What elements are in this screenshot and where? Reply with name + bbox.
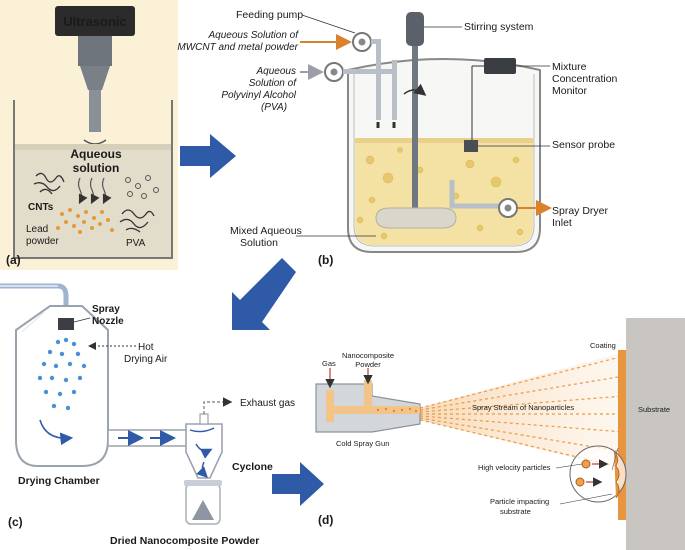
panel-c: Spray Nozzle Hot Drying Air Exhaust gas … — [0, 283, 295, 547]
spray-nozzle — [58, 318, 74, 330]
impact-label-1: Particle impacting — [490, 497, 549, 506]
pva-solution-label-2: Solution of — [249, 78, 297, 89]
lead-powder-dots — [56, 208, 114, 234]
mwcnt-label-2: MWCNT and metal powder — [177, 42, 298, 53]
mixed-solution-label-2: Solution — [240, 237, 278, 249]
sensor-probe — [464, 140, 478, 152]
stirrer-shaft — [412, 36, 418, 226]
mixed-solution-label-1: Mixed Aqueous — [230, 225, 302, 237]
panel-a: Ultrasonic Aqueous solution CNTs — [0, 0, 178, 270]
lead-label-2: powder — [26, 236, 59, 247]
cnts-label: CNTs — [28, 202, 54, 213]
cyclone-label: Cyclone — [232, 461, 273, 473]
high-velocity-label: High velocity particles — [478, 463, 551, 472]
monitor-label-2: Concentration — [552, 73, 618, 85]
powder-label: Dried Nanocomposite Powder — [110, 535, 259, 547]
panel-c-tag: (c) — [8, 515, 23, 529]
ultrasonic-probe — [89, 90, 101, 132]
pva-solution-label-4: (PVA) — [261, 102, 287, 113]
monitor-label-1: Mixture — [552, 61, 587, 73]
spray-droplets — [37, 337, 87, 411]
panel-b: Feeding pump Aqueous Solution of MWCNT a… — [177, 9, 617, 267]
flow-arrow-b-to-c — [232, 258, 296, 330]
lead-label-1: Lead — [26, 224, 48, 235]
flow-arrow-c-to-d — [272, 462, 324, 506]
stirring-label: Stirring system — [464, 21, 534, 33]
coating-layer — [618, 350, 626, 520]
gas-label: Gas — [322, 359, 336, 368]
mwcnt-label-1: Aqueous Solution of — [207, 30, 299, 41]
solution-label-2: solution — [73, 161, 120, 175]
exhaust-label: Exhaust gas — [240, 398, 295, 409]
ultrasonic-label: Ultrasonic — [63, 14, 127, 29]
ultrasonic-horn — [80, 66, 110, 90]
beaker — [13, 100, 173, 259]
hot-air-label-1: Hot — [138, 342, 154, 353]
coating-label: Coating — [590, 341, 616, 350]
ultrasonic-head — [55, 6, 135, 36]
monitor-label-3: Monitor — [552, 85, 588, 97]
stream-label: Spray Stream of Nanoparticles — [472, 403, 574, 412]
gun-label: Cold Spray Gun — [336, 439, 389, 448]
ultrasonic-body — [78, 36, 112, 66]
substrate — [626, 318, 685, 550]
cnt-scribble — [33, 172, 65, 195]
impeller — [375, 207, 457, 229]
flow-arrow-a-to-b — [180, 134, 236, 178]
spray-stream — [420, 352, 624, 470]
pva-solution-label-3: Polyvinyl Alcohol — [221, 90, 296, 101]
spray-dryer-label-1: Spray Dryer — [552, 205, 609, 217]
nozzle-label-1: Spray — [92, 304, 120, 315]
solution-label-1: Aqueous — [70, 147, 122, 161]
pva-label: PVA — [126, 238, 146, 249]
impact-label-2: substrate — [500, 507, 531, 516]
nano-powder-label-2: Powder — [355, 360, 381, 369]
feeding-pump-label: Feeding pump — [236, 9, 303, 21]
panel-a-tag: (a) — [6, 253, 21, 267]
panel-b-tag: (b) — [318, 253, 333, 267]
sensor-label: Sensor probe — [552, 139, 615, 151]
nano-powder-label-1: Nanocomposite — [342, 351, 394, 360]
nozzle-label-2: Nozzle — [92, 316, 124, 327]
chamber-label: Drying Chamber — [18, 475, 100, 487]
mixed-solution — [355, 140, 533, 245]
hot-air-label-2: Drying Air — [124, 354, 168, 365]
panel-d: Gas Nanocomposite Powder Cold Spray Gun … — [315, 318, 685, 550]
spray-dryer-label-2: Inlet — [552, 217, 572, 229]
concentration-monitor — [484, 58, 516, 74]
pva-scribble — [119, 209, 155, 233]
pva-solution-label-1: Aqueous — [256, 66, 296, 77]
panel-d-tag: (d) — [318, 513, 333, 527]
substrate-label: Substrate — [638, 405, 670, 414]
stirrer-motor — [406, 12, 424, 46]
